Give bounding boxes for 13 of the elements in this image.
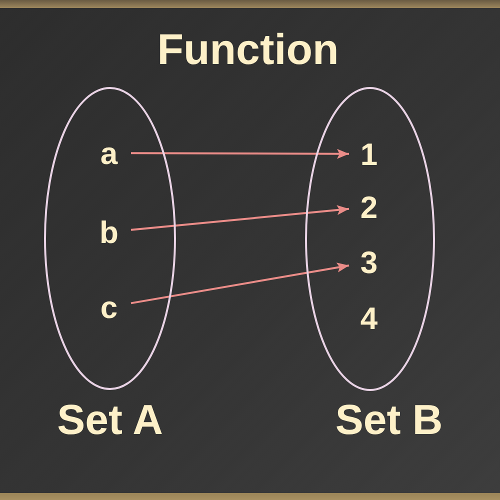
title: Function	[157, 29, 339, 72]
set-label: Set A	[57, 399, 163, 441]
element-label: c	[100, 292, 118, 322]
element-label: 2	[360, 192, 378, 222]
set-label: Set B	[335, 399, 443, 441]
element-label: b	[100, 216, 118, 248]
mapping-arrow	[131, 148, 349, 159]
element-label: 1	[360, 138, 378, 170]
mapping-arrow	[130, 262, 350, 304]
element-label: 4	[360, 302, 378, 334]
mapping-arrow	[130, 205, 350, 231]
element-label: a	[100, 138, 118, 168]
element-label: 3	[360, 246, 378, 278]
